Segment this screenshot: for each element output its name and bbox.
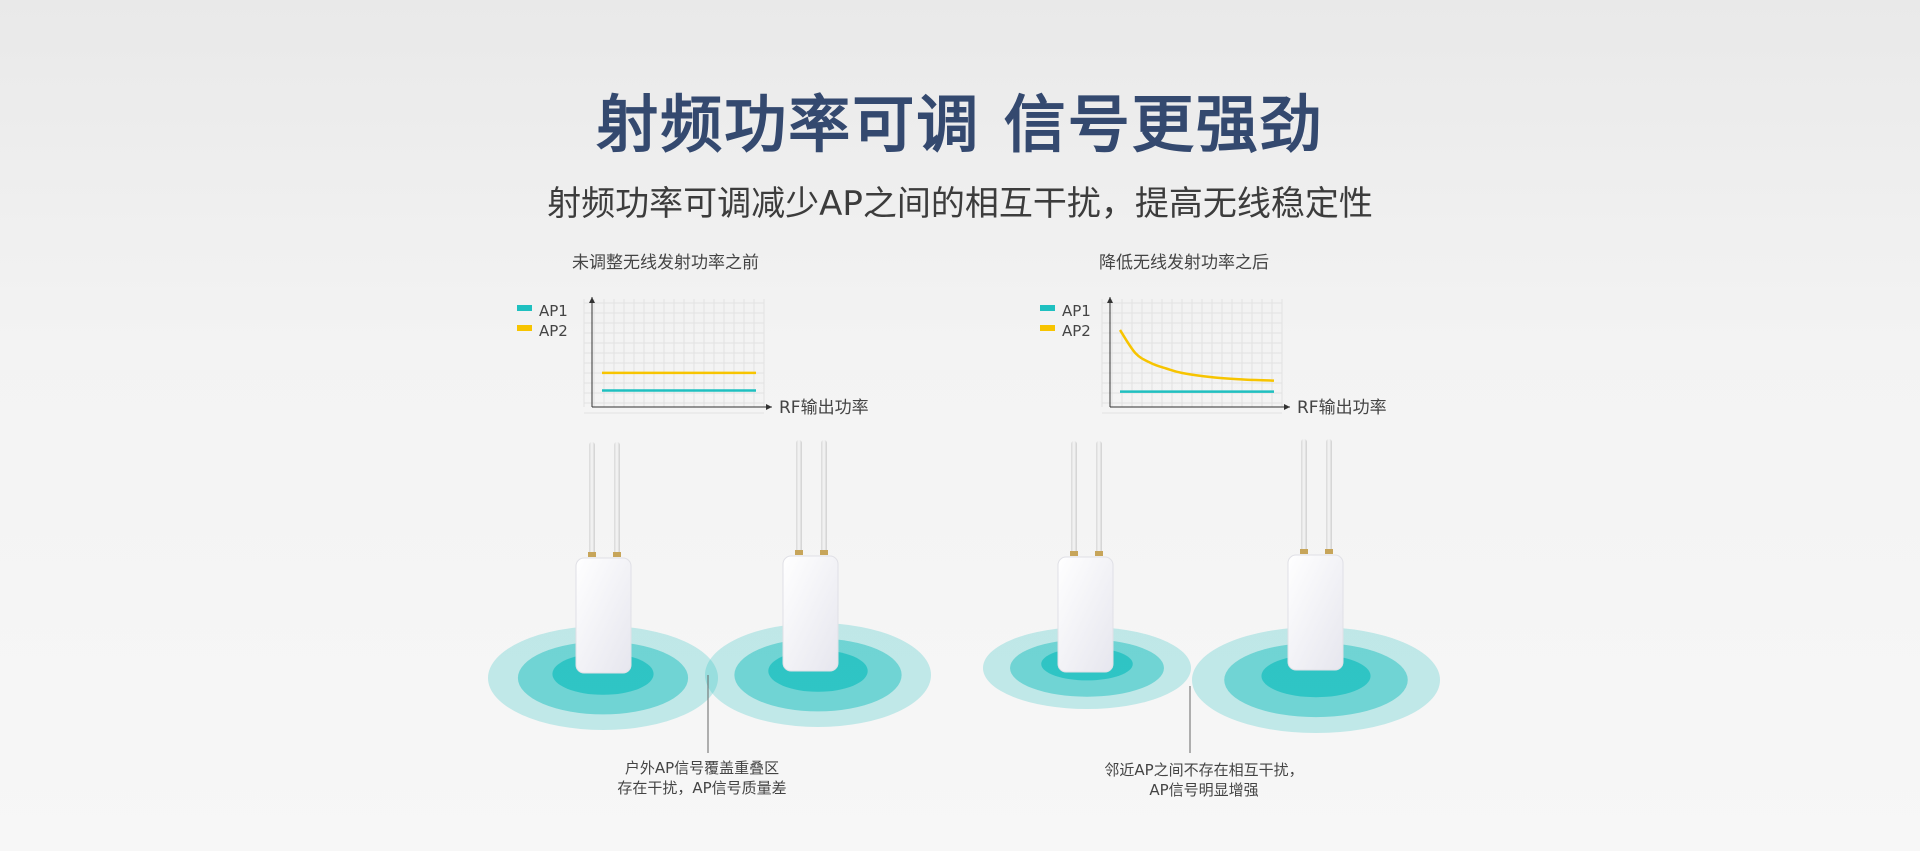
chart-title-after: 降低无线发射功率之后 xyxy=(1099,253,1269,273)
antenna xyxy=(821,440,827,554)
legend-label-ap1: AP1 xyxy=(1062,302,1091,320)
antenna-connector xyxy=(1095,551,1103,556)
y-axis-arrow xyxy=(1107,297,1113,303)
ap-body xyxy=(575,557,632,674)
antenna-connector xyxy=(613,552,621,557)
antenna xyxy=(796,440,802,554)
legend-swatch-ap1 xyxy=(517,305,532,311)
page-title: 射频功率可调 信号更强劲 xyxy=(596,88,1324,161)
antenna xyxy=(589,442,595,556)
caption-right-line1: 邻近AP之间不存在相互干扰， xyxy=(1104,761,1304,779)
legend-label-ap2: AP2 xyxy=(539,322,568,340)
caption-left-line1: 户外AP信号覆盖重叠区 xyxy=(624,759,780,777)
antenna-connector xyxy=(1325,549,1333,554)
access-point-icon xyxy=(1287,439,1344,671)
x-axis-label: RF输出功率 xyxy=(779,398,869,418)
legend-swatch-ap2 xyxy=(1040,325,1055,331)
x-axis-arrow xyxy=(1284,404,1290,410)
antenna-connector xyxy=(820,550,828,555)
antenna-connector xyxy=(1070,551,1078,556)
legend-label-ap2: AP2 xyxy=(1062,322,1091,340)
access-point-icon xyxy=(782,440,839,672)
antenna xyxy=(614,442,620,556)
antenna-connector xyxy=(1300,549,1308,554)
page-subtitle: 射频功率可调减少AP之间的相互干扰，提高无线稳定性 xyxy=(547,184,1373,224)
antenna xyxy=(1326,439,1332,553)
caption-right-line2: AP信号明显增强 xyxy=(1149,781,1259,799)
ap-body xyxy=(1057,556,1114,673)
caption-left: 户外AP信号覆盖重叠区 存在干扰，AP信号质量差 xyxy=(572,758,832,798)
access-point-icon xyxy=(575,442,632,674)
x-axis-label: RF输出功率 xyxy=(1297,398,1387,418)
ap-body xyxy=(1287,554,1344,671)
antenna xyxy=(1096,441,1102,555)
antenna-connector xyxy=(588,552,596,557)
chart-title-before: 未调整无线发射功率之前 xyxy=(572,253,759,273)
ap-body xyxy=(782,555,839,672)
x-axis-arrow xyxy=(766,404,772,410)
y-axis-arrow xyxy=(589,297,595,303)
caption-left-line2: 存在干扰，AP信号质量差 xyxy=(617,779,787,797)
series-line-ap2 xyxy=(1118,329,1275,382)
caption-right: 邻近AP之间不存在相互干扰， AP信号明显增强 xyxy=(1074,760,1334,800)
legend-swatch-ap1 xyxy=(1040,305,1055,311)
antenna xyxy=(1071,441,1077,555)
legend-swatch-ap2 xyxy=(517,325,532,331)
access-point-icon xyxy=(1057,441,1114,673)
antenna-connector xyxy=(795,550,803,555)
antenna xyxy=(1301,439,1307,553)
legend-label-ap1: AP1 xyxy=(539,302,568,320)
